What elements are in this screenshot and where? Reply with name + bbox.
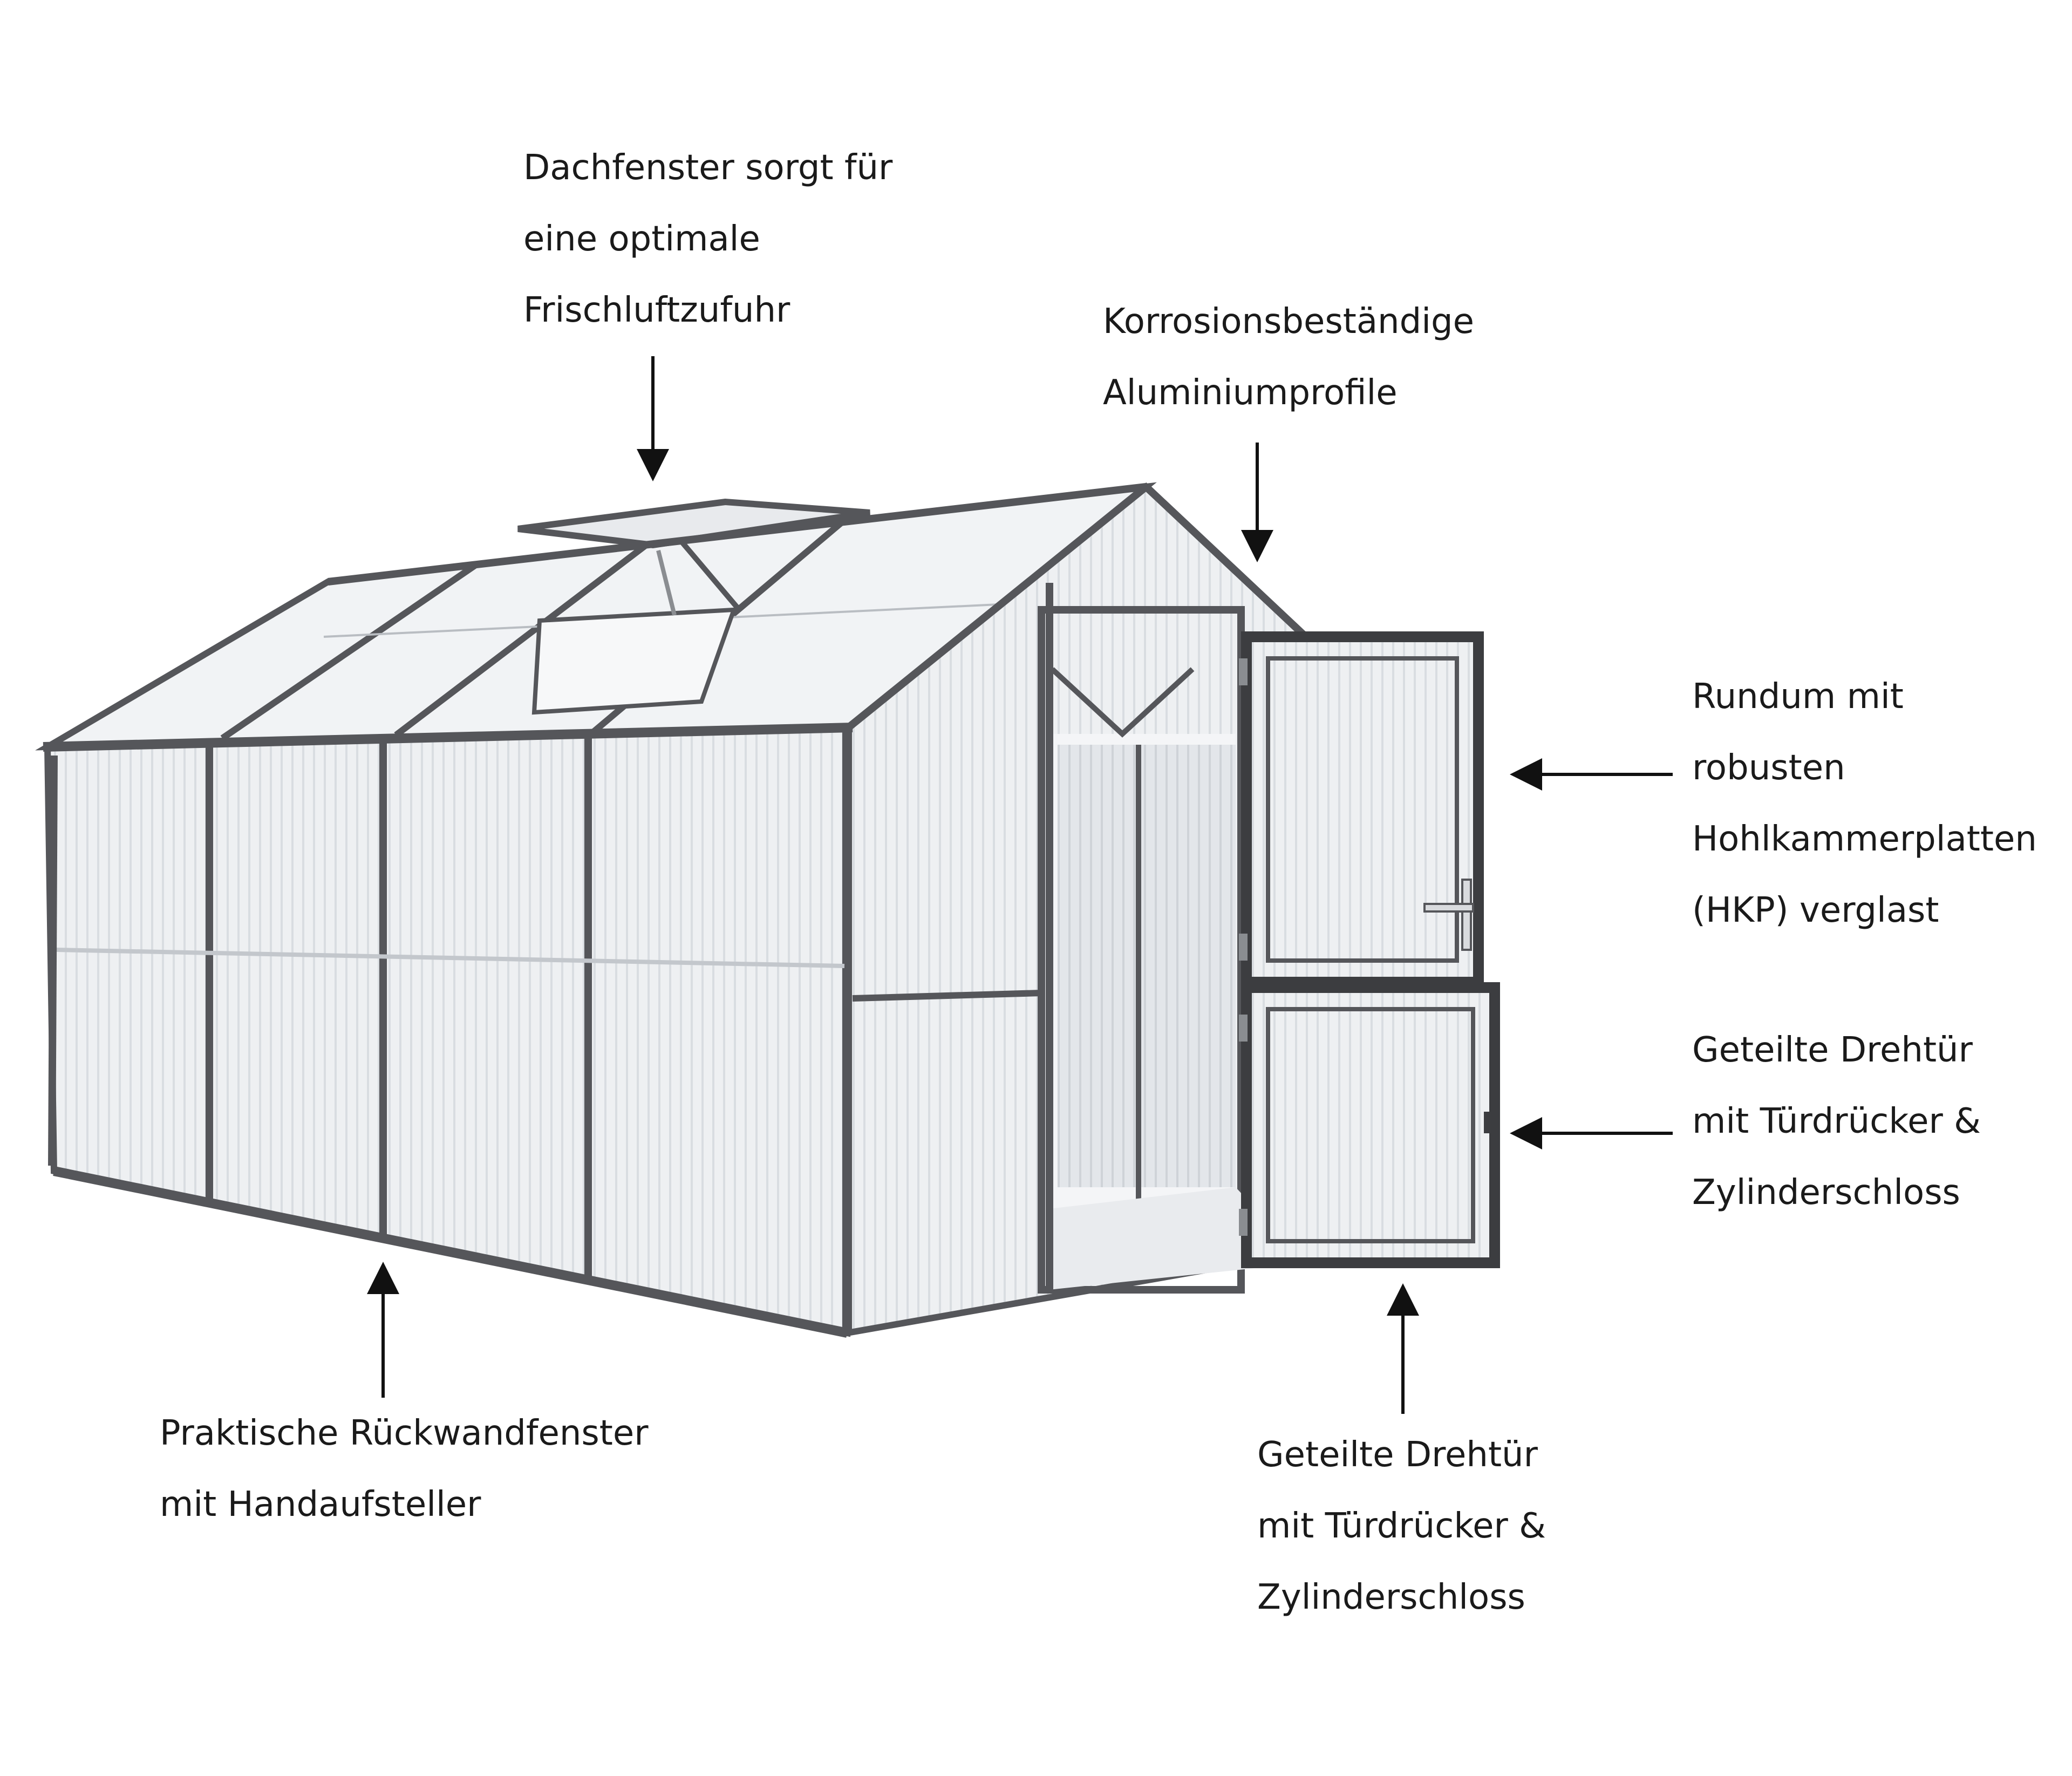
roof-ridge <box>328 483 1147 586</box>
door-hinge <box>1239 1015 1248 1042</box>
door-handle-lever <box>1423 903 1474 913</box>
side-wall-base <box>53 1166 848 1338</box>
callout-line: eine optimale <box>523 219 760 259</box>
roof-rafter <box>394 541 650 738</box>
callout-line: Rundum mit <box>1692 677 1904 717</box>
callout-door-bottom: Geteilte Drehtür mit Türdrücker & Zylind… <box>1257 1419 1546 1633</box>
callout-line: Frischluftzufuhr <box>523 290 790 330</box>
callout-line: Zylinderschloss <box>1257 1577 1525 1617</box>
callout-line: Praktische Rückwandfenster <box>160 1413 649 1453</box>
side-wall-gutter <box>43 723 853 752</box>
callout-line: robusten <box>1692 748 1845 788</box>
interior-back-wall <box>1058 745 1236 1187</box>
roof <box>35 482 1157 751</box>
callout-line: mit Handaufsteller <box>160 1485 481 1525</box>
split-door <box>1239 631 1500 1268</box>
callout-panels: Rundum mit robusten Hohlkammerplatten (H… <box>1692 661 2037 946</box>
door-handle <box>1461 879 1472 951</box>
gable-edge <box>1143 484 1308 640</box>
door-hinge <box>1239 934 1248 961</box>
callout-line: Hohlkammerplatten <box>1692 819 2037 859</box>
callout-line: (HKP) verglast <box>1692 890 1939 930</box>
roof-vent-opening <box>531 607 737 715</box>
side-wall <box>43 723 853 1338</box>
gable-transom <box>852 990 1042 1002</box>
roof-rafter <box>220 563 477 741</box>
callout-back-window: Praktische Rückwandfenster mit Handaufst… <box>160 1398 649 1540</box>
gable-edge <box>844 484 1149 732</box>
callout-door-right: Geteilte Drehtür mit Türdrücker & Zylind… <box>1692 1015 1981 1228</box>
gable-truss <box>1050 667 1195 738</box>
arrows <box>367 356 1673 1414</box>
side-wall-transom <box>56 948 845 968</box>
roof-vent-sash <box>517 498 870 549</box>
callout-line: Aluminiumprofile <box>1103 373 1398 413</box>
door-upper-leaf <box>1241 631 1484 988</box>
callout-line: Korrosionsbeständige <box>1103 302 1474 342</box>
callout-line: mit Türdrücker & <box>1692 1101 1981 1141</box>
callout-roof-window: Dachfenster sorgt für eine optimale Fris… <box>523 132 892 346</box>
side-wall-panel <box>44 725 850 1337</box>
gable-end <box>844 482 1310 1337</box>
door-hinge <box>1239 658 1248 685</box>
door-lower-leaf <box>1241 982 1500 1268</box>
roof-vent-stay <box>656 550 677 616</box>
door-hinge <box>1239 1209 1248 1236</box>
callout-line: mit Türdrücker & <box>1257 1506 1546 1546</box>
downpipe <box>48 755 58 1166</box>
door-upper-leaf-inner <box>1266 656 1459 963</box>
callout-line: Geteilte Drehtür <box>1692 1030 1973 1070</box>
door-lock <box>1484 1112 1491 1133</box>
callout-line: Zylinderschloss <box>1692 1173 1960 1213</box>
callout-line: Dachfenster sorgt für <box>523 148 893 188</box>
callout-line: Geteilte Drehtür <box>1257 1435 1538 1475</box>
door-lower-leaf-inner <box>1266 1007 1475 1243</box>
roof-vent-stay <box>678 537 741 612</box>
callout-aluminium: Korrosionsbeständige Aluminiumprofile <box>1103 286 1474 428</box>
